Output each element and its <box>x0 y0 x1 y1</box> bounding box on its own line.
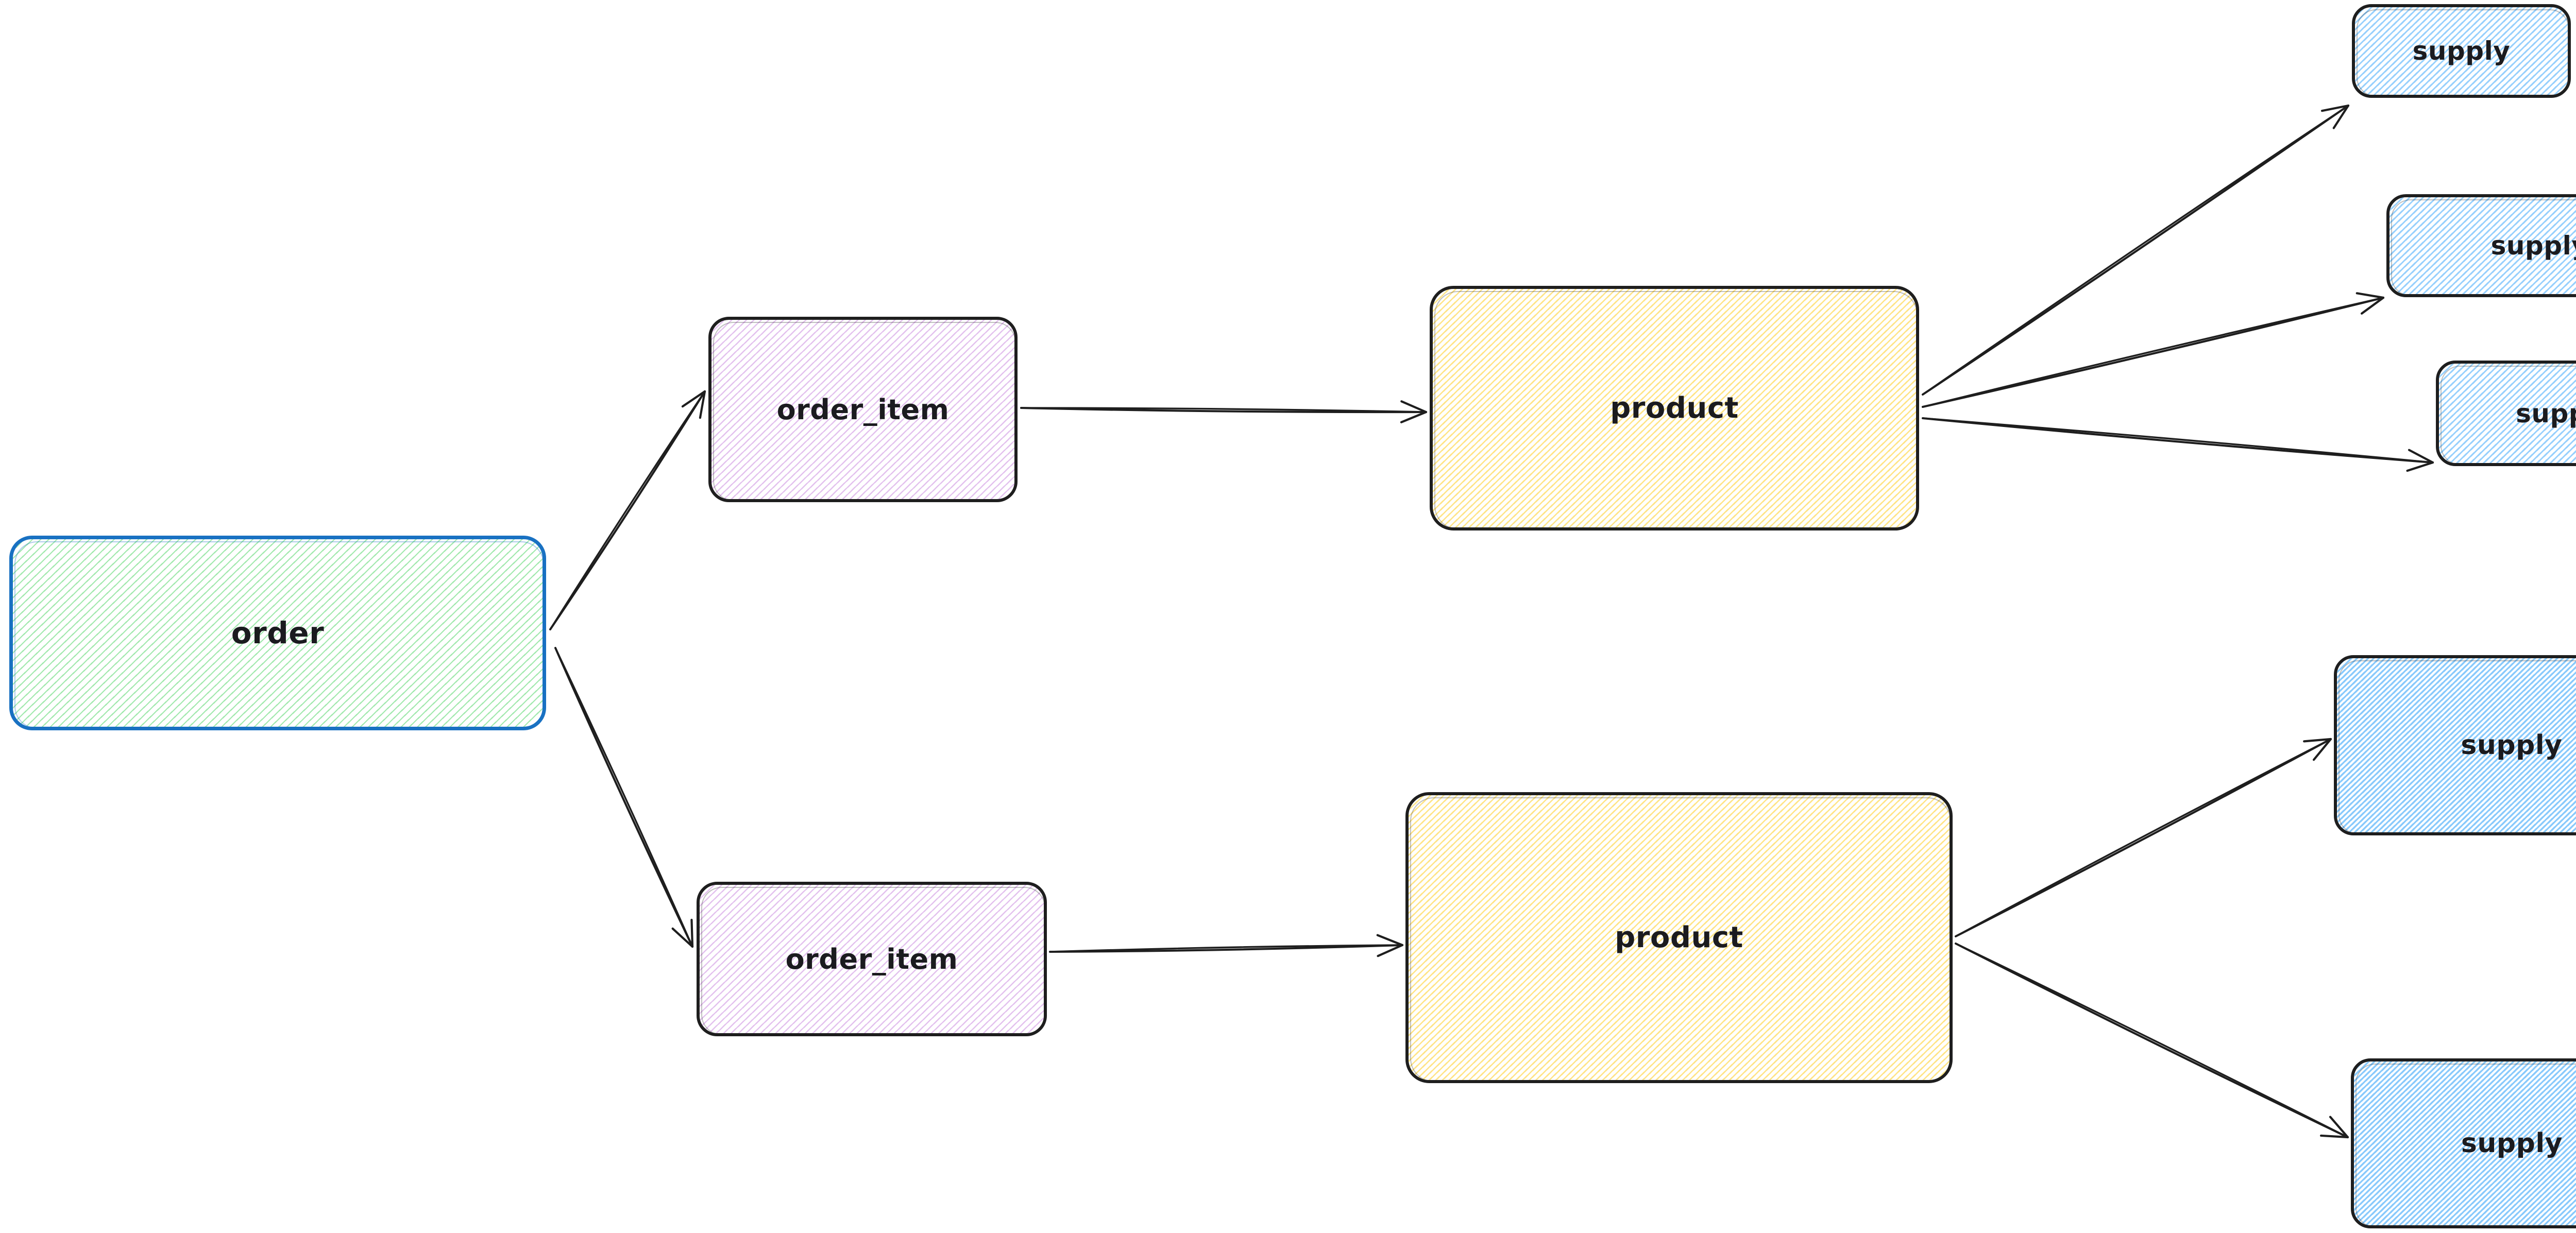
edge-product_1-to-supply_2[interactable] <box>1921 292 2385 408</box>
edge-product_1-to-supply_1[interactable] <box>1921 104 2350 396</box>
edge-order-to-order_item_1[interactable] <box>549 390 706 631</box>
node-supply_5[interactable]: supply <box>2351 1058 2576 1228</box>
node-hatch-fill <box>711 320 1014 499</box>
node-hatch-fill <box>2355 7 2568 95</box>
node-label: supply <box>2490 231 2576 261</box>
node-supply_1[interactable]: supply <box>2352 4 2571 98</box>
node-label: supply <box>2516 398 2576 429</box>
edge-product_1-to-supply_3[interactable] <box>1921 417 2434 472</box>
node-product_1[interactable]: product <box>1430 286 1919 530</box>
node-product_2[interactable]: product <box>1405 792 1953 1083</box>
node-label: order_item <box>776 393 950 426</box>
node-label: product <box>1610 391 1739 425</box>
node-label: supply <box>2412 36 2511 66</box>
node-label: supply <box>2461 1128 2563 1159</box>
node-hatch-fill <box>1409 795 1950 1080</box>
node-order[interactable]: order <box>9 536 546 730</box>
node-hatch-fill <box>13 539 543 727</box>
edge-product_2-to-supply_4[interactable] <box>1954 738 2332 938</box>
node-label: product <box>1615 921 1743 954</box>
node-order_item_2[interactable]: order_item <box>697 882 1047 1036</box>
node-label: supply <box>2461 730 2563 761</box>
node-hatch-fill <box>2389 197 2576 294</box>
edge-order_item_1-to-product_1[interactable] <box>1020 400 1428 423</box>
edge-product_2-to-supply_5[interactable] <box>1954 942 2349 1139</box>
node-hatch-fill <box>2337 658 2576 832</box>
node-supply_4[interactable]: supply <box>2334 655 2576 835</box>
node-supply_3[interactable]: supply <box>2436 361 2576 466</box>
node-supply_2[interactable]: supply <box>2386 194 2576 297</box>
node-label: order_item <box>785 943 958 975</box>
edge-order-to-order_item_2[interactable] <box>554 646 694 948</box>
edge-order_item_2-to-product_2[interactable] <box>1048 934 1404 957</box>
node-hatch-fill <box>1433 289 1916 527</box>
node-hatch-fill <box>2439 364 2576 463</box>
node-order_item_1[interactable]: order_item <box>708 317 1018 502</box>
node-label: order <box>231 615 325 650</box>
node-hatch-fill <box>2354 1061 2576 1225</box>
node-hatch-fill <box>700 885 1044 1033</box>
